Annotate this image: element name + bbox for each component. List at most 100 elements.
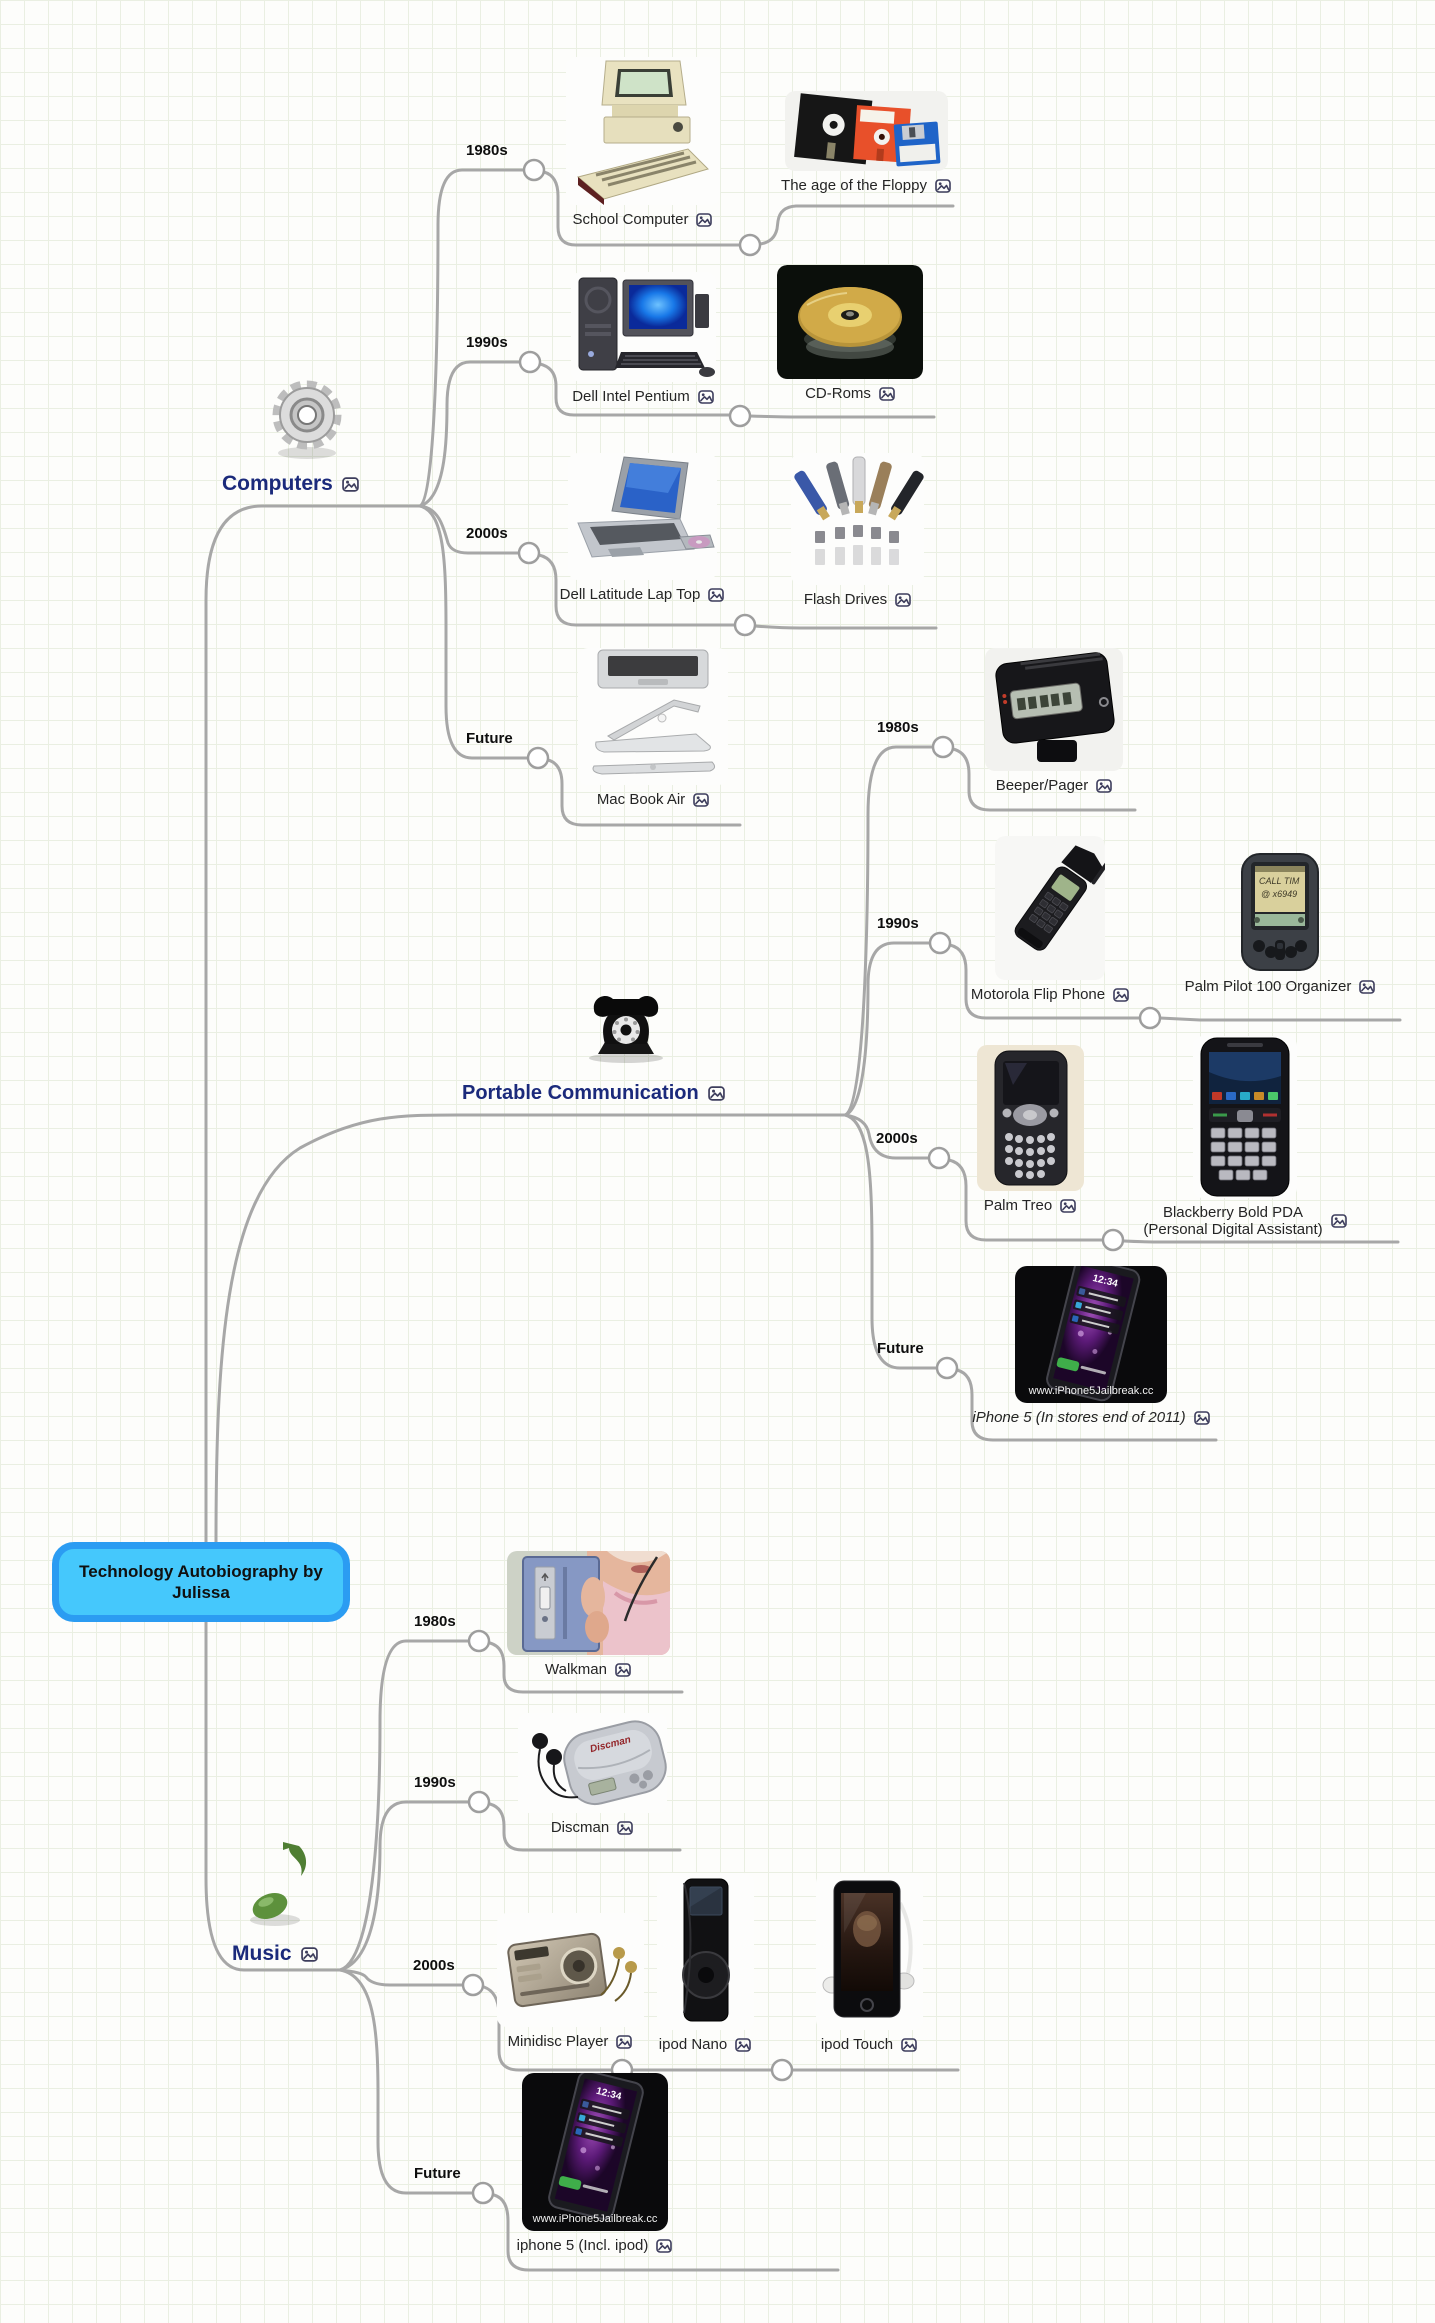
node-ipod-touch[interactable]: ipod Touch <box>813 1873 925 2053</box>
image-attachment-icon[interactable] <box>1193 1410 1210 1425</box>
palm-note-line2: @ x6949 <box>1261 889 1297 899</box>
era-node-pc-2000s[interactable]: 2000s <box>876 1130 918 1147</box>
node-iphone5-pc[interactable]: 12:34 www.iPhone5Jailbreak.cc iPhone 5 (… <box>972 1266 1210 1426</box>
era-node-music-2000s[interactable]: 2000s <box>413 1957 455 1974</box>
node-label: CD-Roms <box>805 385 871 402</box>
node-iphone5-music[interactable]: 12:34 www.iPhone5Jailbreak.cc iphone 5 (… <box>512 2073 677 2254</box>
collapse-toggle[interactable] <box>931 735 955 759</box>
image-attachment-icon[interactable] <box>935 178 951 193</box>
image-attachment-icon[interactable] <box>693 792 709 807</box>
image-attachment-icon[interactable] <box>707 1086 725 1101</box>
node-label: Flash Drives <box>803 591 888 608</box>
connector-portable-communication <box>214 745 1402 1545</box>
collapse-toggle[interactable] <box>517 541 541 565</box>
root-node[interactable]: Technology Autobiography by Julissa <box>52 1542 350 1622</box>
collapse-toggle[interactable] <box>935 1356 959 1380</box>
node-palm-pilot[interactable]: CALL TIM @ x6949 Palm Pilot 100 Organize… <box>1180 852 1380 995</box>
image-attachment-icon[interactable] <box>708 587 725 602</box>
node-walkman[interactable]: Walkman <box>505 1551 671 1678</box>
ipod-nano-image <box>656 1873 754 2030</box>
branch-node-computers[interactable]: Computers <box>222 472 359 496</box>
palm-pilot-image: CALL TIM @ x6949 <box>1241 853 1319 971</box>
collapse-toggle[interactable] <box>927 1146 951 1170</box>
image-attachment-icon[interactable] <box>1359 979 1376 994</box>
dell-desktop-image <box>570 272 716 382</box>
node-label-line1: Blackberry Bold PDA <box>1162 1204 1304 1221</box>
node-motorola-flip-phone[interactable]: Motorola Flip Phone <box>971 836 1129 1003</box>
node-ipod-nano[interactable]: ipod Nano <box>650 1873 760 2053</box>
collapse-toggle[interactable] <box>526 746 550 770</box>
connector-computers <box>204 168 955 1545</box>
image-attachment-icon[interactable] <box>895 592 911 607</box>
iphone-caption: www.iPhone5Jailbreak.cc <box>1028 1385 1154 1397</box>
collapse-toggle[interactable] <box>471 2181 495 2205</box>
era-node-computers-future[interactable]: Future <box>466 730 513 747</box>
collapse-toggle[interactable] <box>461 1973 485 1997</box>
image-attachment-icon[interactable] <box>879 386 895 401</box>
branch-node-music[interactable]: Music <box>232 1942 318 1966</box>
collapse-toggle[interactable] <box>1101 1228 1125 1252</box>
node-label: iphone 5 (Incl. ipod) <box>516 2237 649 2254</box>
node-palm-treo[interactable]: Palm Treo <box>972 1045 1088 1214</box>
node-discman[interactable]: Discman Discman <box>512 1713 672 1836</box>
image-attachment-icon[interactable] <box>1113 987 1129 1002</box>
branch-node-portable-communication[interactable]: Portable Communication <box>462 1082 725 1105</box>
image-attachment-icon[interactable] <box>342 476 359 492</box>
era-node-music-1980s[interactable]: 1980s <box>414 1613 456 1630</box>
image-attachment-icon[interactable] <box>735 2037 751 2052</box>
minidisc-player-image <box>496 1913 644 2027</box>
image-attachment-icon[interactable] <box>656 2238 673 2253</box>
era-node-pc-1990s[interactable]: 1990s <box>877 915 919 932</box>
collapse-toggle[interactable] <box>733 613 757 637</box>
node-blackberry-bold[interactable]: Blackberry Bold PDA (Personal Digital As… <box>1143 1036 1347 1239</box>
image-attachment-icon[interactable] <box>616 2034 633 2049</box>
image-attachment-icon[interactable] <box>901 2037 917 2052</box>
node-label: The age of the Floppy <box>781 177 927 194</box>
collapse-toggle[interactable] <box>467 1629 491 1653</box>
node-flash-drives[interactable]: Flash Drives <box>780 453 935 608</box>
node-school-computer[interactable]: School Computer <box>560 57 725 228</box>
image-attachment-icon[interactable] <box>1060 1198 1076 1213</box>
image-attachment-icon[interactable] <box>615 1662 631 1677</box>
connector-music <box>204 1619 960 2272</box>
collapse-toggle[interactable] <box>467 1790 491 1814</box>
node-minidisc-player[interactable]: Minidisc Player <box>490 1913 650 2050</box>
collapse-toggle[interactable] <box>518 350 542 374</box>
collapse-toggle[interactable] <box>728 404 752 428</box>
branch-label: Computers <box>222 472 333 495</box>
branch-label: Portable Communication <box>462 1082 699 1104</box>
node-label: Palm Pilot 100 Organizer <box>1184 978 1352 995</box>
image-attachment-icon[interactable] <box>617 1820 633 1835</box>
era-node-pc-1980s[interactable]: 1980s <box>877 719 919 736</box>
era-node-computers-2000s[interactable]: 2000s <box>466 525 508 542</box>
era-node-music-future[interactable]: Future <box>414 2165 461 2182</box>
cd-roms-image <box>777 265 923 379</box>
collapse-toggle[interactable] <box>522 158 546 182</box>
image-attachment-icon[interactable] <box>300 1946 318 1962</box>
node-label: Walkman <box>545 1661 607 1678</box>
image-attachment-icon[interactable] <box>697 389 714 404</box>
iphone5-image: 12:34 www.iPhone5Jailbreak.cc <box>1015 1266 1167 1403</box>
era-node-computers-1990s[interactable]: 1990s <box>466 334 508 351</box>
node-age-of-floppy[interactable]: The age of the Floppy <box>780 91 952 194</box>
image-attachment-icon[interactable] <box>696 212 713 227</box>
node-label: ipod Touch <box>820 2036 894 2053</box>
node-beeper-pager[interactable]: Beeper/Pager <box>983 648 1125 794</box>
collapse-toggle[interactable] <box>738 233 762 257</box>
node-label: Palm Treo <box>983 1197 1053 1214</box>
node-cd-roms[interactable]: CD-Roms <box>775 265 925 402</box>
collapse-toggle[interactable] <box>928 931 952 955</box>
node-macbook-air[interactable]: Mac Book Air <box>573 648 733 808</box>
collapse-toggle[interactable] <box>1138 1006 1162 1030</box>
collapse-toggle[interactable] <box>770 2058 794 2082</box>
node-dell-intel-pentium[interactable]: Dell Intel Pentium <box>563 272 723 405</box>
era-node-computers-1980s[interactable]: 1980s <box>466 142 508 159</box>
node-dell-latitude[interactable]: Dell Latitude Lap Top <box>558 453 726 603</box>
image-attachment-icon[interactable] <box>1096 778 1113 793</box>
blackberry-image <box>1193 1036 1297 1198</box>
node-label: School Computer <box>572 211 689 228</box>
era-node-music-1990s[interactable]: 1990s <box>414 1774 456 1791</box>
image-attachment-icon[interactable] <box>1330 1214 1347 1229</box>
era-node-pc-future[interactable]: Future <box>877 1340 924 1357</box>
